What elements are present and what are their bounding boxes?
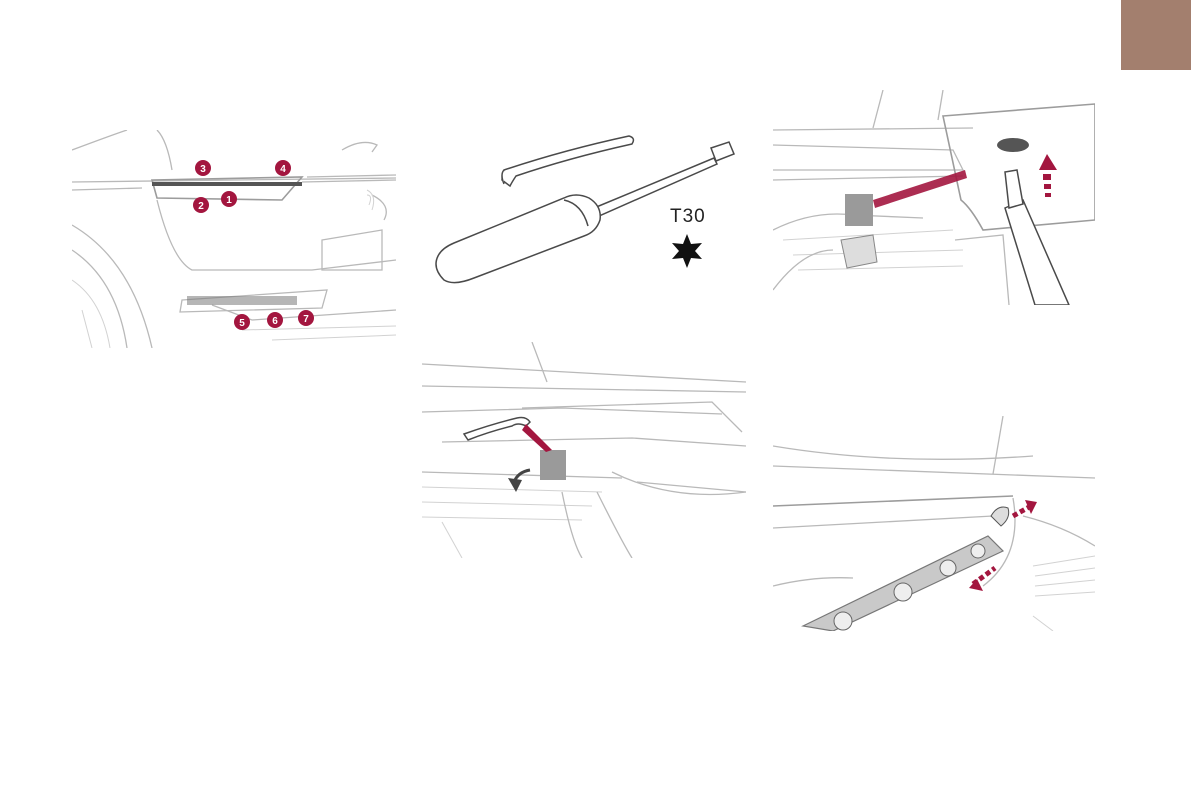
callout-3: 3	[195, 160, 211, 176]
screwdriver-icon	[1005, 170, 1069, 305]
section-tab	[1121, 0, 1191, 70]
callout-6: 6	[267, 312, 283, 328]
torx-bit-label: T30	[670, 206, 706, 228]
figure-remove-cover	[773, 90, 1095, 305]
figure-unclip-cover	[422, 342, 746, 558]
svg-text:2: 2	[198, 201, 204, 212]
rear-lamp-strip	[152, 182, 302, 186]
svg-text:3: 3	[200, 164, 206, 175]
unclip-cover-illustration	[422, 342, 746, 558]
callout-4: 4	[275, 160, 291, 176]
remove-cover-illustration	[773, 90, 1095, 305]
lamp-cover-icon	[845, 194, 873, 226]
svg-text:1: 1	[226, 195, 232, 206]
figure-rear-lamps-locations: 3 4 2 1 5 6 7	[72, 130, 396, 348]
pull-arrow-icon	[508, 470, 530, 492]
pull-arrow-icon	[1039, 154, 1057, 197]
svg-text:4: 4	[280, 164, 286, 175]
figure-remove-lamp-strip	[773, 416, 1095, 631]
torx-star-icon	[668, 232, 706, 270]
callout-2: 2	[193, 197, 209, 213]
lamp-cover-icon	[540, 450, 566, 480]
trim-tool-icon	[464, 418, 530, 441]
fixing-hole	[997, 138, 1029, 152]
svg-text:5: 5	[239, 318, 245, 329]
lamp-strip-icon	[803, 507, 1009, 631]
remove-strip-illustration	[773, 416, 1095, 631]
svg-text:6: 6	[272, 316, 278, 327]
bumper-lamp-strip	[187, 296, 297, 305]
svg-text:7: 7	[303, 314, 309, 325]
rear-vehicle-illustration: 3 4 2 1 5 6 7	[72, 130, 396, 348]
callout-5: 5	[234, 314, 250, 330]
trim-tool-icon	[502, 136, 633, 186]
callout-1: 1	[221, 191, 237, 207]
callout-7: 7	[298, 310, 314, 326]
